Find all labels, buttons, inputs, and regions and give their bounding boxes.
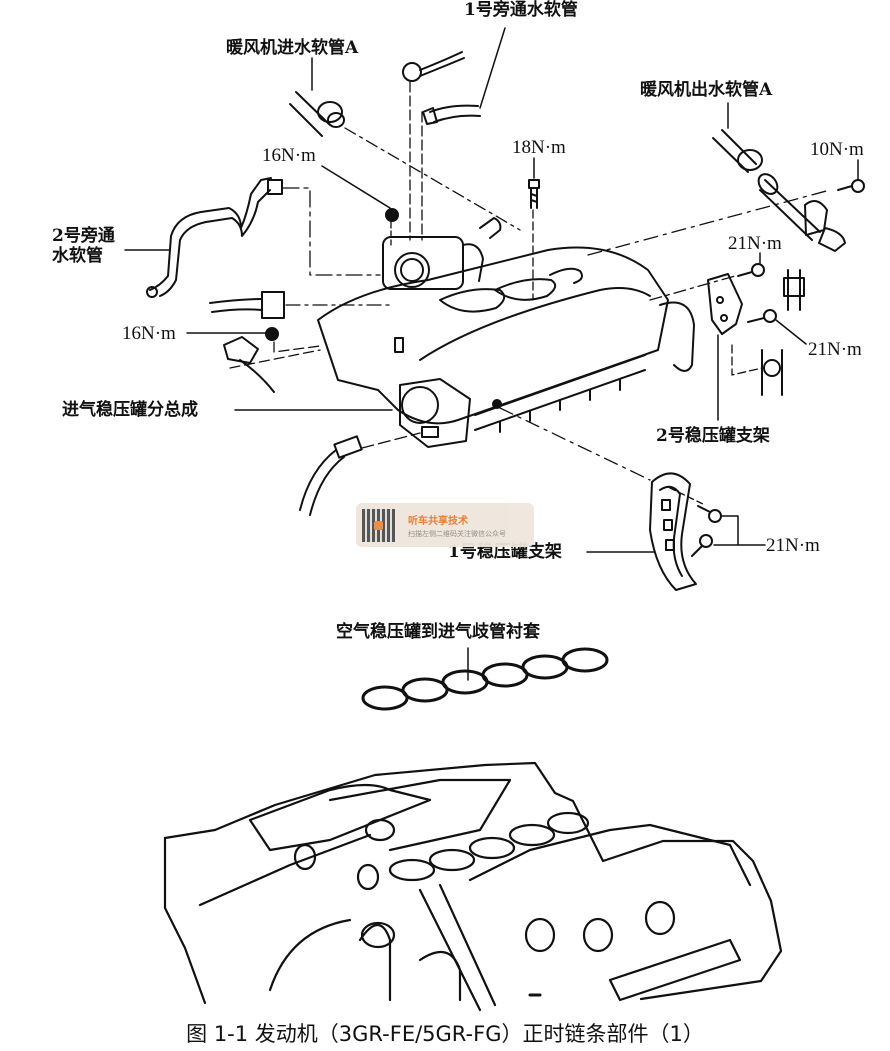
bypass-hose-2 <box>146 177 283 298</box>
heater-inlet-hose-a <box>289 91 345 137</box>
watermark-subtitle: 扫描左侧二维码关注微信公众号 <box>408 530 506 538</box>
label-bypass-hose-2-line1: 2号旁通 <box>52 226 115 246</box>
bolt-18nm <box>528 179 540 209</box>
label-bypass-hose-2-line2: 水软管 <box>52 246 103 267</box>
label-bypass-hose-1: 1号旁通水软管 <box>464 0 578 20</box>
leader-16nm-upper <box>321 165 391 209</box>
label-plenum-to-manifold-gasket: 空气稳压罐到进气歧管衬套 <box>336 622 540 642</box>
torque-10nm: 10N·m <box>810 139 864 160</box>
intake-plenum-body <box>317 217 695 448</box>
bolts-21nm-lower <box>691 505 722 557</box>
label-plenum-bracket-1: 1号稳压罐支架 <box>448 542 562 562</box>
nut-16nm-upper <box>385 208 399 222</box>
engine-block <box>163 761 783 1012</box>
label-plenum-bracket-2: 2号稳压罐支架 <box>656 426 770 446</box>
torque-21nm-lower: 21N·m <box>766 535 820 556</box>
torque-21nm-mid: 21N·m <box>808 339 862 360</box>
watermark-title: 听车共享技术 <box>408 516 468 527</box>
torque-16nm-lower: 16N·m <box>122 323 176 344</box>
label-bypass-hose-2: 2号旁通 水软管 <box>52 226 132 267</box>
qr-code-icon <box>362 509 395 542</box>
watermark-badge: 听车共享技术 扫描左侧二维码关注微信公众号 <box>356 503 534 547</box>
torque-18nm: 18N·m <box>512 137 566 158</box>
bypass-hose-1 <box>422 104 481 125</box>
label-heater-outlet-hose-a: 暖风机出水软管A <box>640 80 773 100</box>
axis-line-inlet <box>344 127 521 231</box>
label-heater-inlet-hose-a: 暖风机进水软管A <box>226 38 359 58</box>
connector-bottom <box>299 432 421 516</box>
bolt-21nm-upper <box>737 263 765 277</box>
plenum-bracket-1 <box>649 472 697 591</box>
figure-caption: 图 1-1 发动机（3GR-FE/5GR-FG）正时链条部件（1） <box>186 1022 704 1046</box>
plenum-to-manifold-gasket <box>361 647 609 711</box>
plenum-bracket-2 <box>707 273 743 335</box>
sensor-connector-top <box>402 51 465 82</box>
stud-bolt <box>731 269 805 396</box>
torque-16nm-upper: 16N·m <box>262 145 316 166</box>
leader-21nm-mid <box>775 319 807 345</box>
label-intake-plenum-assy: 进气稳压罐分总成 <box>62 400 198 420</box>
nut-16nm-lower <box>265 327 279 341</box>
torque-21nm-upper: 21N·m <box>728 233 782 254</box>
leader-bypass-hose-1 <box>479 27 506 109</box>
bolt-10nm <box>837 179 865 193</box>
sensor-plug <box>223 336 321 393</box>
bolt-21nm-mid <box>747 309 777 323</box>
heater-outlet-hose-a <box>712 129 846 252</box>
connector-left <box>209 291 285 319</box>
